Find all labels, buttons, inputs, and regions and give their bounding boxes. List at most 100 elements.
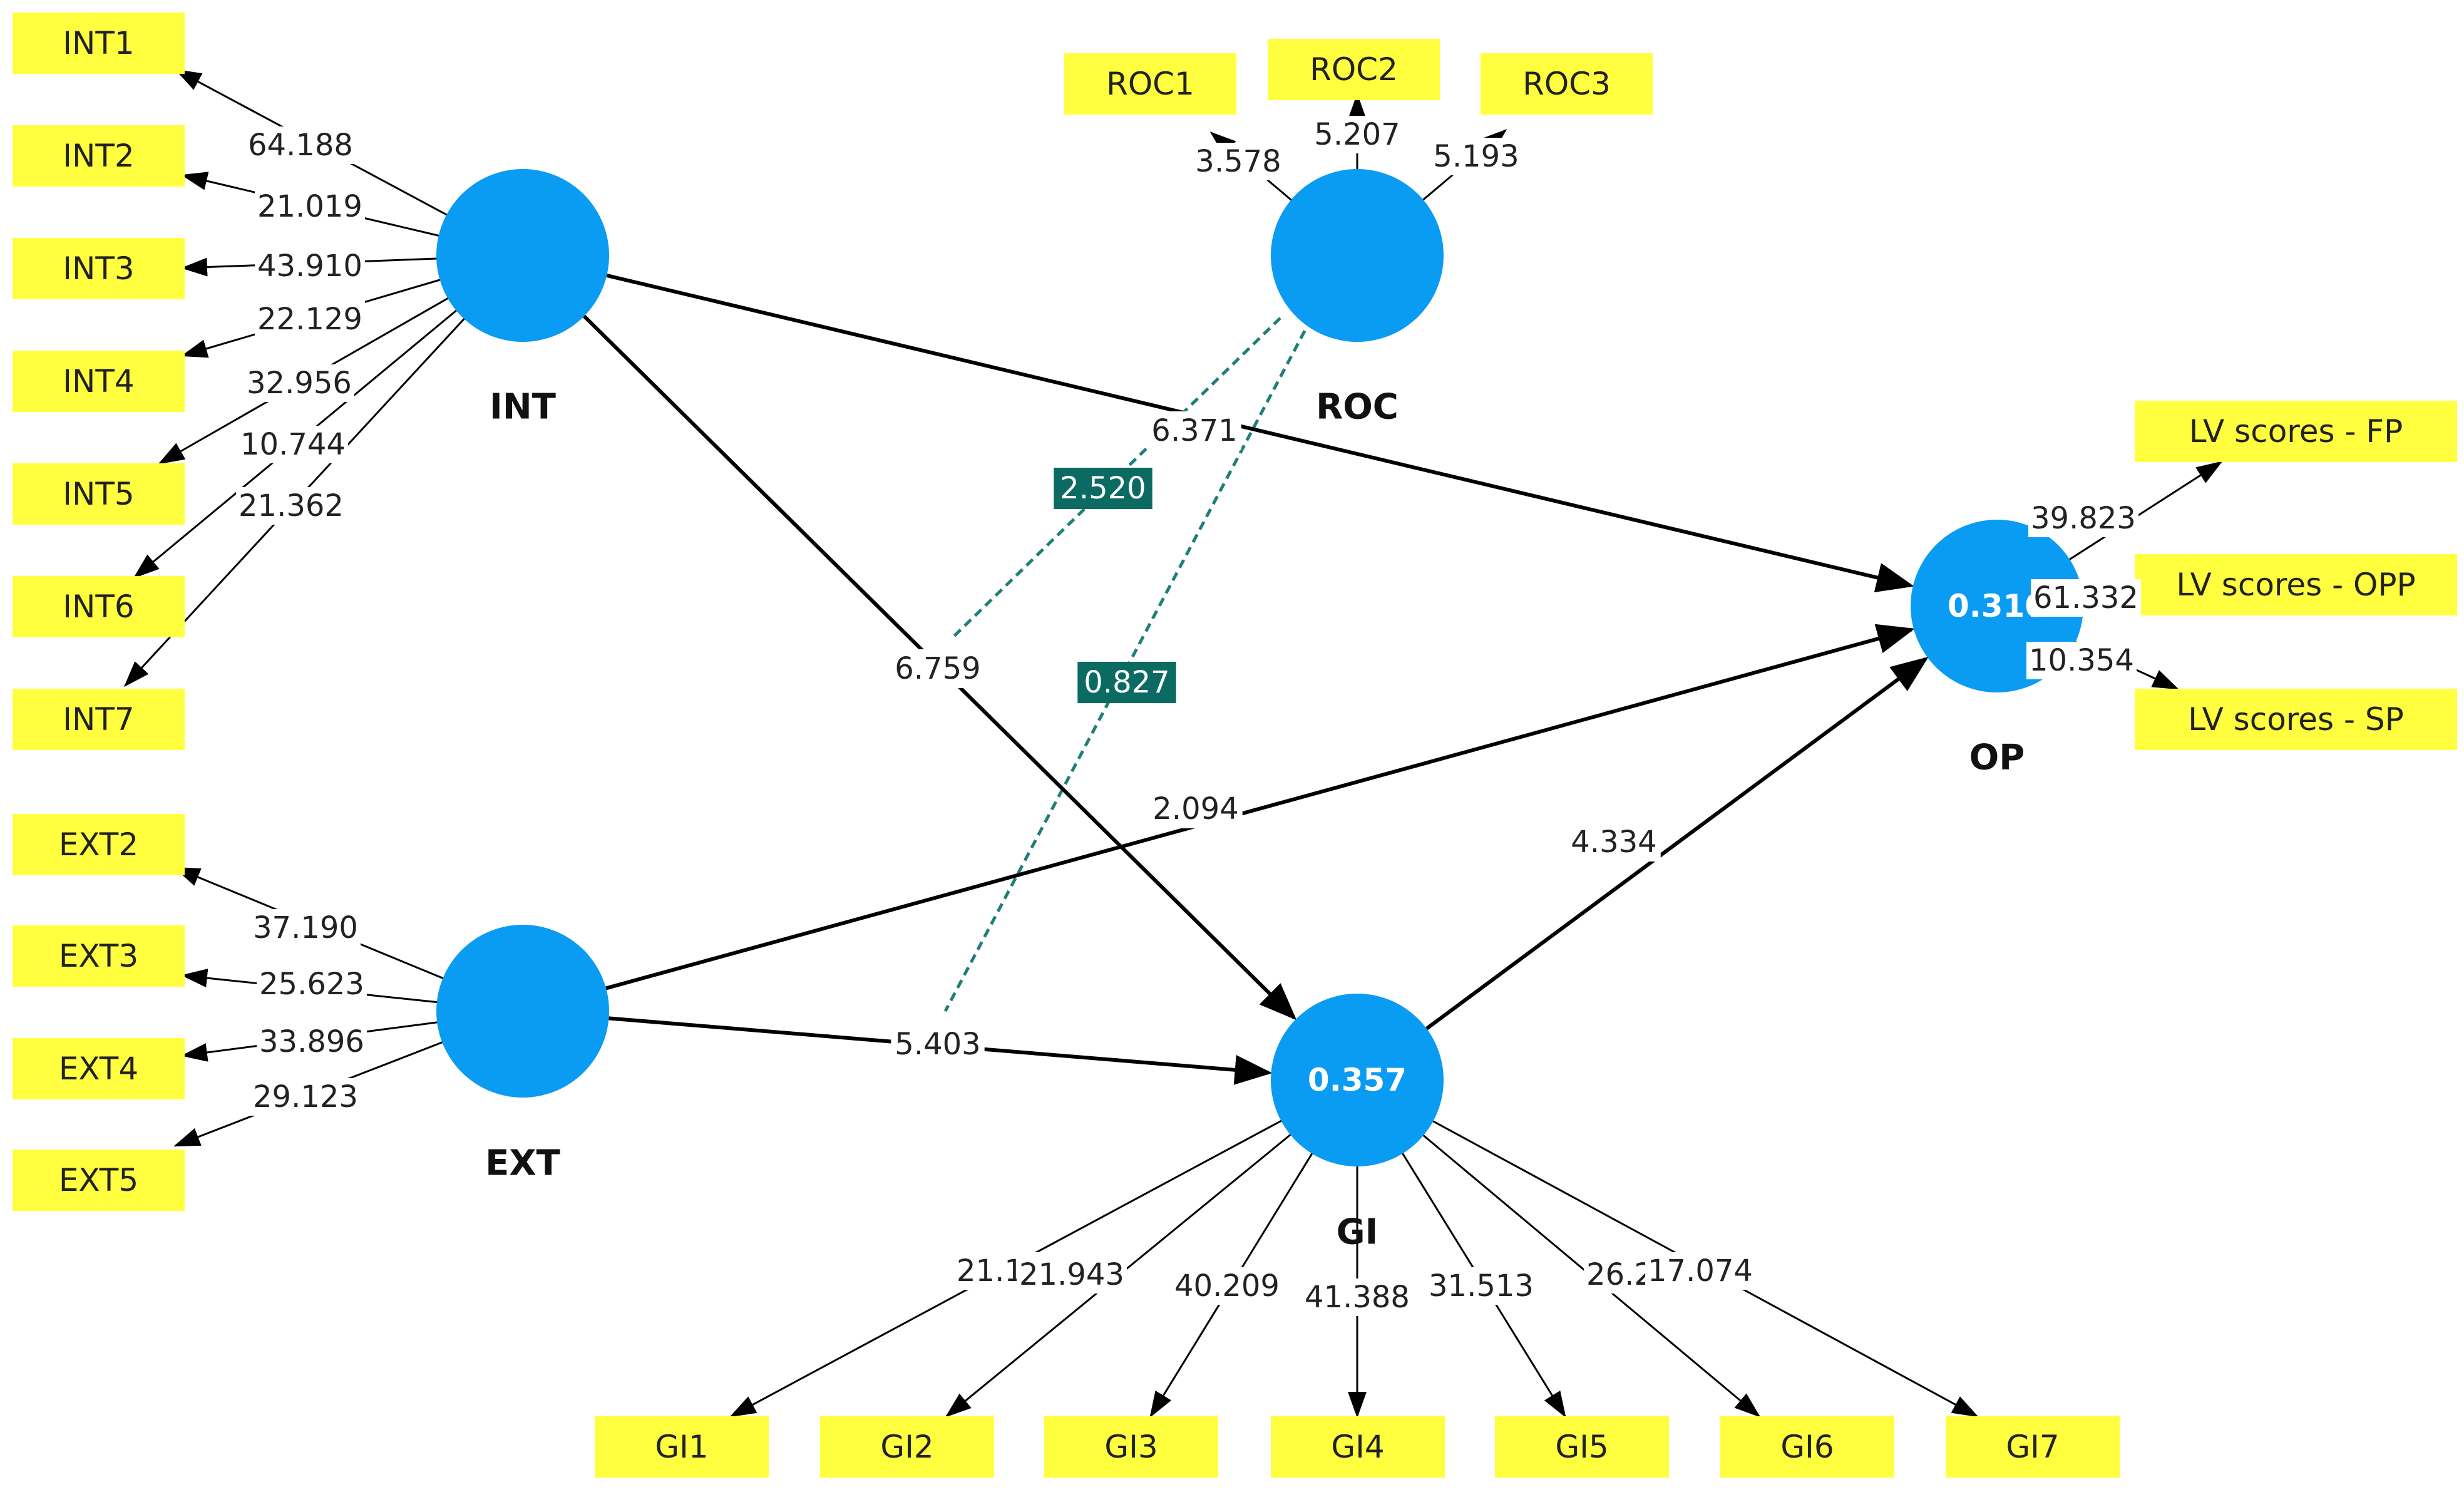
indicator-opp[interactable]: LV scores - OPP <box>2135 554 2457 615</box>
loading-value-ext2: 37.190 <box>250 909 361 947</box>
loading-value-ext4-bg <box>257 1023 367 1061</box>
indicator-gi1[interactable]: GI1 <box>595 1416 769 1478</box>
indicator-label: EXT4 <box>59 1051 138 1087</box>
loading-value-ext2-text: 37.190 <box>253 910 358 945</box>
loading-value-gi4-text: 41.388 <box>1305 1280 1410 1315</box>
indicator-label: ROC1 <box>1106 66 1194 102</box>
indicator-box <box>13 576 185 637</box>
indicator-box <box>13 351 185 412</box>
indicator-roc1[interactable]: ROC1 <box>1064 53 1236 115</box>
latent-int[interactable]: INT <box>436 169 609 428</box>
indicator-label: INT1 <box>63 25 135 61</box>
indicator-box <box>1064 53 1236 115</box>
loading-value-ext4: 33.896 <box>257 1023 367 1061</box>
indicator-roc2[interactable]: ROC2 <box>1268 39 1440 100</box>
loading-value-fp-bg <box>2028 500 2138 537</box>
loading-value-int7: 21.362 <box>236 487 346 525</box>
latent-roc[interactable]: ROC <box>1271 169 1444 428</box>
loading-value-roc1-bg <box>1193 143 1284 180</box>
indicator-box <box>13 125 185 187</box>
latent-name: GI <box>1337 1212 1378 1253</box>
path-value-ext-op: 2.094 <box>1149 790 1243 828</box>
indicator-fp[interactable]: LV scores - FP <box>2135 401 2457 462</box>
loading-value-ext3: 25.623 <box>257 965 367 1003</box>
indicator-int3[interactable]: INT3 <box>13 238 185 299</box>
indicator-int7[interactable]: INT7 <box>13 689 185 750</box>
loading-value-int1-bg <box>245 126 356 164</box>
loading-value-ext5-bg <box>250 1078 361 1116</box>
indicator-label: INT7 <box>63 701 135 738</box>
indicator-gi3[interactable]: GI3 <box>1044 1416 1218 1478</box>
indicator-box <box>13 814 185 875</box>
loading-value-gi7-text: 17.074 <box>1648 1253 1753 1289</box>
indicator-box <box>13 13 185 74</box>
loading-value-int5-text: 32.956 <box>247 366 352 401</box>
latent-circle <box>1271 994 1444 1166</box>
indicator-label: LV scores - SP <box>2188 701 2404 738</box>
indicator-gi7[interactable]: GI7 <box>1946 1416 2120 1478</box>
latent-circle <box>436 925 609 1098</box>
structural-path-layer <box>583 274 1929 1085</box>
path-value-int-op-bg <box>1147 411 1241 450</box>
latent-name: ROC <box>1316 387 1399 428</box>
latent-name: EXT <box>485 1143 560 1184</box>
indicator-gi4[interactable]: GI4 <box>1271 1416 1445 1478</box>
loading-value-roc2-bg <box>1312 116 1403 153</box>
loading-value-int6-bg <box>238 426 348 463</box>
indicator-sp[interactable]: LV scores - SP <box>2135 689 2457 750</box>
loading-value-gi7: 17.074 <box>1645 1252 1755 1290</box>
path-value-gi-op-bg <box>1567 823 1661 862</box>
indicator-label: INT2 <box>63 138 135 174</box>
indicator-gi2[interactable]: GI2 <box>820 1416 994 1478</box>
indicator-label: GI1 <box>655 1429 708 1465</box>
moderation-value-ext-gi-text: 0.827 <box>1084 665 1169 700</box>
latent-r2: 0.310 <box>1948 588 2046 624</box>
loading-value-int3-bg <box>255 247 365 285</box>
loading-value-roc2: 5.207 <box>1312 116 1403 153</box>
loading-arrow-fp <box>2066 461 2223 562</box>
loading-value-int6-text: 10.744 <box>240 427 346 462</box>
indicator-box <box>13 238 185 299</box>
indicator-roc3[interactable]: ROC3 <box>1481 53 1653 115</box>
indicator-int2[interactable]: INT2 <box>13 125 185 187</box>
path-arrow-int-op <box>606 274 1914 593</box>
indicator-box <box>1946 1416 2120 1478</box>
indicator-label: ROC3 <box>1522 66 1611 102</box>
path-value-ext-gi-text: 5.403 <box>895 1027 980 1062</box>
latent-circle <box>436 169 609 342</box>
path-value-int-op-text: 6.371 <box>1151 413 1237 448</box>
path-value-int-gi: 6.759 <box>891 649 985 688</box>
indicator-label: GI2 <box>880 1429 933 1465</box>
indicator-ext2[interactable]: EXT2 <box>13 814 185 875</box>
loading-value-int7-bg <box>236 487 346 525</box>
indicator-label: GI3 <box>1104 1429 1158 1465</box>
loading-value-gi5-text: 31.513 <box>1429 1268 1534 1304</box>
indicator-box <box>595 1416 769 1478</box>
indicator-gi5[interactable]: GI5 <box>1495 1416 1669 1478</box>
loading-value-fp: 39.823 <box>2028 500 2138 537</box>
path-arrow-ext-op <box>605 624 1915 990</box>
moderation-value-ext-gi-bg <box>1077 662 1176 703</box>
loading-value-int2: 21.019 <box>255 188 365 225</box>
loading-value-roc3-text: 5.193 <box>1433 139 1519 174</box>
indicator-ext5[interactable]: EXT5 <box>13 1150 185 1211</box>
loading-value-int4: 22.129 <box>255 301 365 338</box>
indicator-box <box>1481 53 1653 115</box>
loading-value-roc3: 5.193 <box>1430 138 1522 175</box>
indicator-int4[interactable]: INT4 <box>13 351 185 412</box>
indicator-ext4[interactable]: EXT4 <box>13 1038 185 1099</box>
indicator-int5[interactable]: INT5 <box>13 463 185 525</box>
loading-value-gi3-text: 40.209 <box>1174 1268 1280 1304</box>
latent-ext[interactable]: EXT <box>436 925 609 1184</box>
indicator-int6[interactable]: INT6 <box>13 576 185 637</box>
indicator-label: GI7 <box>2006 1429 2059 1465</box>
indicator-int1[interactable]: INT1 <box>13 13 185 74</box>
indicator-gi6[interactable]: GI6 <box>1720 1416 1894 1478</box>
loading-value-ext2-bg <box>250 909 361 947</box>
path-value-ext-gi: 5.403 <box>891 1025 985 1064</box>
path-arrow-gi-op <box>1425 656 1929 1031</box>
indicator-ext3[interactable]: EXT3 <box>13 925 185 987</box>
loading-value-ext3-text: 25.623 <box>259 967 364 1002</box>
